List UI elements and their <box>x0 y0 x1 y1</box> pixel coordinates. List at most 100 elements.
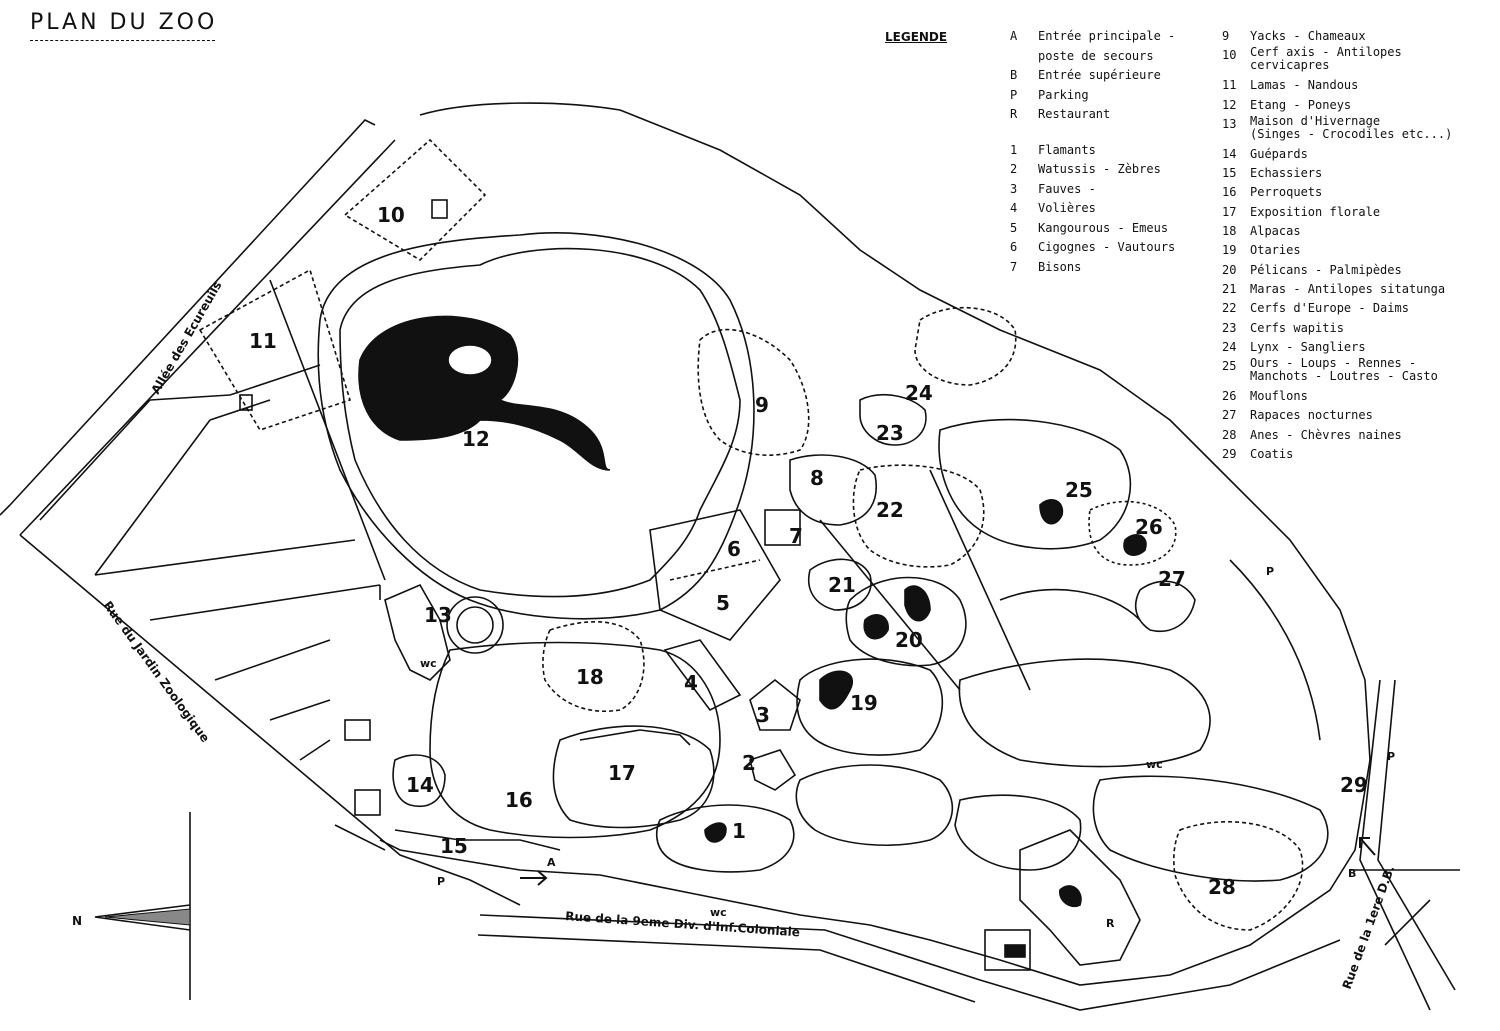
legend-text: Entrée principale - poste de secours <box>1038 29 1176 63</box>
legend-text: Bisons <box>1038 259 1082 274</box>
label-15: 15 <box>440 834 468 858</box>
label-12: 12 <box>462 427 490 451</box>
legend-key: 27 <box>1222 408 1237 423</box>
legend-text: Kangourous - Emeus <box>1038 220 1169 235</box>
enclosure-26 <box>1088 500 1177 566</box>
legend-key: 12 <box>1222 97 1237 112</box>
legend-key: 26 <box>1222 389 1237 404</box>
label-5: 5 <box>716 591 730 615</box>
label-26: 26 <box>1135 515 1163 539</box>
legend-key: 4 <box>1010 201 1018 215</box>
enclosure-15 <box>394 829 561 851</box>
legend-key: 25 <box>1222 359 1237 374</box>
enclosure-1 <box>655 804 795 873</box>
enclosure-14 <box>392 754 446 807</box>
label-6: 6 <box>727 537 741 561</box>
building-7 <box>764 509 801 546</box>
bear-pit <box>1039 499 1064 525</box>
flamingo-pond <box>704 822 727 843</box>
legend-text: Pélicans - Palmipèdes <box>1250 262 1402 277</box>
legend-key: 16 <box>1222 185 1237 200</box>
pond-island <box>447 344 493 376</box>
enclosure-28 <box>1173 821 1304 931</box>
street-first-db: Rue de la 1ere D.B. <box>1340 864 1398 991</box>
enclosure-17 <box>552 725 715 829</box>
enclosure-labels: 1 2 3 4 5 6 7 8 9 10 11 12 13 14 15 16 1… <box>249 203 1368 899</box>
legend-key: 5 <box>1010 220 1018 235</box>
label-21: 21 <box>828 573 856 597</box>
label-1: 1 <box>732 819 746 843</box>
wc-label: wc <box>420 657 437 670</box>
building-black <box>1004 944 1026 958</box>
enclosure-10 <box>343 138 487 262</box>
wc-label: wc <box>710 906 727 919</box>
legend-item: 27 Rapaces nocturnes <box>1222 406 1452 425</box>
street-lines <box>0 119 1460 1011</box>
legend-text: Maison d'Hivernage (Singes - Crocodiles … <box>1250 113 1453 141</box>
legend-key: 28 <box>1222 427 1237 442</box>
legend-key: B <box>1010 68 1018 82</box>
label-19: 19 <box>850 691 878 715</box>
legend-key: 1 <box>1010 142 1018 157</box>
parking-label: P <box>1387 750 1395 763</box>
label-13: 13 <box>424 603 452 627</box>
street-jardin: Rue du Jardin Zoologique <box>101 599 213 745</box>
wc-label: wc <box>1146 758 1163 771</box>
legend-text: Watussis - Zèbres <box>1038 162 1161 176</box>
legend-key: 29 <box>1222 447 1237 462</box>
legend-key: 24 <box>1222 339 1237 354</box>
legend-text: Echassiers <box>1250 166 1323 181</box>
path-network-east <box>795 469 1329 931</box>
legend-key: 19 <box>1222 243 1237 258</box>
north-label: N <box>72 914 82 928</box>
legend-text: Exposition florale <box>1250 204 1381 219</box>
shed-14 <box>344 719 371 741</box>
label-17: 17 <box>608 761 636 785</box>
path-loop-south <box>429 641 721 839</box>
label-14: 14 <box>406 773 434 797</box>
legend-text: Entrée supérieure <box>1038 68 1161 82</box>
legend-key: 7 <box>1010 259 1018 274</box>
shed-14b <box>354 789 381 816</box>
legend-item: 28 Anes - Chèvres naines <box>1222 426 1452 445</box>
zoo-boundary <box>379 102 1371 986</box>
legend-key: 6 <box>1010 240 1018 254</box>
label-9: 9 <box>755 393 769 417</box>
legend-text: Flamants <box>1038 142 1096 157</box>
legend-item: 1 Flamants <box>1010 141 1175 161</box>
pelican-pond-b <box>904 585 931 622</box>
legend-item: B Entrée supérieure <box>1010 66 1175 86</box>
legend-key: P <box>1010 87 1018 102</box>
legend-text: Anes - Chèvres naines <box>1250 427 1402 442</box>
building-3 <box>749 678 801 731</box>
restaurant-pond <box>1059 885 1082 908</box>
label-16: 16 <box>505 788 533 812</box>
restaurant-label: R <box>1106 917 1115 930</box>
mouflon-rock <box>1123 534 1147 556</box>
legend-key: 18 <box>1222 224 1237 239</box>
street-division: Rue de la 9eme Div. d'Inf.Coloniale <box>565 909 801 939</box>
legend-text: Cerfs wapitis <box>1250 320 1344 335</box>
label-23: 23 <box>876 421 904 445</box>
building-17 <box>579 729 691 746</box>
legend-text: Perroquets <box>1250 185 1323 200</box>
enclosure-9 <box>697 328 810 456</box>
legend-text: Otaries <box>1250 243 1301 258</box>
legend-key: 15 <box>1222 166 1237 181</box>
legend-item: 5 Kangourous - Emeus <box>1010 219 1175 239</box>
legend-text: Coatis <box>1250 447 1294 462</box>
legend-text: Rapaces nocturnes <box>1250 408 1373 423</box>
